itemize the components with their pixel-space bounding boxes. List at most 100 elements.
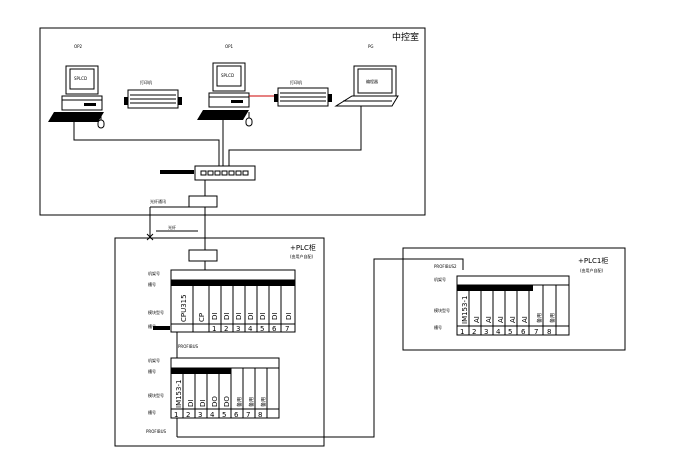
slot-label: 槽号 <box>148 281 156 287</box>
slot-number: 8 <box>547 328 551 336</box>
rack-rail <box>456 275 570 286</box>
slot-number: 1 <box>212 325 216 333</box>
rack-00: 机架号 槽号 模块型号 槽号 -00 CPU315 CP DI DI DI DI… <box>148 269 296 333</box>
slot-number: 3 <box>484 328 488 336</box>
control-room-title: 中控室 <box>392 31 419 43</box>
slot-number-label: 槽号 <box>148 409 156 415</box>
module-ai: AI <box>485 316 493 323</box>
module-ai: AI <box>509 316 517 323</box>
plc-cabinet: +PLC柜 (由用户自配) 机架号 槽号 模块型号 槽号 -00 CPU315 … <box>114 237 325 447</box>
slot-number: 7 <box>246 411 250 419</box>
fiber-label: 光纤 <box>168 224 176 230</box>
laptop-screen-label: 编程器 <box>366 78 378 84</box>
slot-number: 5 <box>222 411 226 419</box>
media-converter-top <box>188 195 218 208</box>
module-ai: AI <box>497 316 505 323</box>
rack-rail <box>170 269 296 281</box>
workstation-op1: OP1 SPLCD <box>197 44 253 127</box>
module-type-label: 模块型号 <box>148 309 164 315</box>
slot-number: 7 <box>534 328 538 336</box>
module-di: DI <box>211 313 219 320</box>
mouse-icon <box>245 117 253 127</box>
rack-connector-bar <box>153 326 170 330</box>
rack-body <box>170 367 280 419</box>
switch-module-bar <box>160 170 194 174</box>
plc1-cabinet-title: +PLC1柜 <box>578 256 608 265</box>
module-do: DO <box>223 396 231 407</box>
slot-number: 1 <box>174 411 178 419</box>
fiber-label-upper: 光纤通讯 <box>150 198 166 204</box>
slot-number: 4 <box>496 328 501 336</box>
slot-number: 8 <box>258 411 262 419</box>
plc-cabinet-subtitle: (由用户自配) <box>290 253 314 259</box>
module-ai: AI <box>521 316 529 323</box>
module-do: DO <box>211 396 219 407</box>
workstation-tag-op2: OP2 <box>74 44 83 49</box>
keyboard-icon <box>197 110 249 120</box>
plc1-cabinet: +PLC1柜 (由用户自配) PROFIBUS2 机架号 模块型号 槽号 -02… <box>402 247 626 351</box>
control-room: 中控室 OP2 SPLCD 打印机 OP1 <box>39 27 426 216</box>
slot-number: 6 <box>272 325 277 333</box>
monitor-screen <box>69 68 95 90</box>
plc1-cabinet-subtitle: (由用户自配) <box>580 267 604 273</box>
module-di: DI <box>247 313 255 320</box>
rack-label: 机架号 <box>148 270 160 276</box>
slot-number: 2 <box>472 328 476 336</box>
module-di: DI <box>259 313 267 320</box>
slot-number: 2 <box>224 325 228 333</box>
printer-label-2: 打印机 <box>290 79 302 85</box>
im-module: IM153-1 <box>175 380 183 408</box>
cp-module: CP <box>198 313 206 322</box>
monitor-screen-label: SPLCD <box>221 73 234 78</box>
module-di: DI <box>223 313 231 320</box>
profibus-label-internal: PROFIBUS <box>178 344 198 349</box>
slot-number: 3 <box>198 411 202 419</box>
keyboard-icon <box>48 112 104 122</box>
slot-number-label: 槽号 <box>148 323 156 329</box>
rack-label: 机架号 <box>148 357 160 363</box>
slot-number: 1 <box>460 328 464 336</box>
module-type-label: 模块型号 <box>148 392 164 398</box>
slot-number-label: 槽号 <box>434 324 442 330</box>
media-converter-bottom <box>188 249 218 262</box>
cpu-module: CPU315 <box>180 294 188 322</box>
monitor-screen <box>216 65 242 87</box>
profibus-label-plc1: PROFIBUS2 <box>434 264 457 269</box>
module-spare: 备用 <box>549 313 556 323</box>
plc-cabinet-title: +PLC柜 <box>290 243 316 252</box>
plc-cabinet-frame <box>114 237 325 447</box>
rack-01: 机架号 槽号 模块型号 槽号 -01 IM153-1 DI DI DO DO 备… <box>148 357 280 419</box>
profibus-cable <box>177 258 464 438</box>
module-type-label: 模块型号 <box>434 307 450 313</box>
module-di: DI <box>235 313 243 320</box>
profibus-label-bottom: PROFIBUS <box>146 429 166 434</box>
module-di: DI <box>271 313 279 320</box>
module-di: DI <box>285 313 293 320</box>
workstation-tag-op1: OP1 <box>225 44 234 49</box>
printer-label-1: 打印机 <box>140 79 152 85</box>
control-room-frame <box>39 27 426 216</box>
slot-number: 5 <box>508 328 512 336</box>
printer-1: 打印机 <box>124 79 182 109</box>
slot-number: 6 <box>234 411 239 419</box>
fiber-link: 光纤通讯 光纤 <box>146 198 206 250</box>
slot-number: 4 <box>210 411 215 419</box>
network-cables <box>73 106 362 166</box>
slot-number: 2 <box>186 411 190 419</box>
module-di: DI <box>187 400 195 407</box>
slot-number: 3 <box>236 325 240 333</box>
module-spare: 备用 <box>248 397 255 407</box>
im-module: IM153-1 <box>461 296 469 324</box>
rack-label: 机架号 <box>434 276 446 282</box>
mouse-icon <box>97 119 105 129</box>
rack-body <box>456 284 570 336</box>
module-spare: 备用 <box>260 397 267 407</box>
slot-number: 4 <box>248 325 253 333</box>
module-ai: AI <box>473 316 481 323</box>
workstation-op2: OP2 SPLCD <box>48 44 105 129</box>
rack-rail <box>170 357 280 369</box>
slot-label: 槽号 <box>148 368 156 374</box>
network-switch <box>160 165 256 181</box>
slot-number: 6 <box>521 328 526 336</box>
